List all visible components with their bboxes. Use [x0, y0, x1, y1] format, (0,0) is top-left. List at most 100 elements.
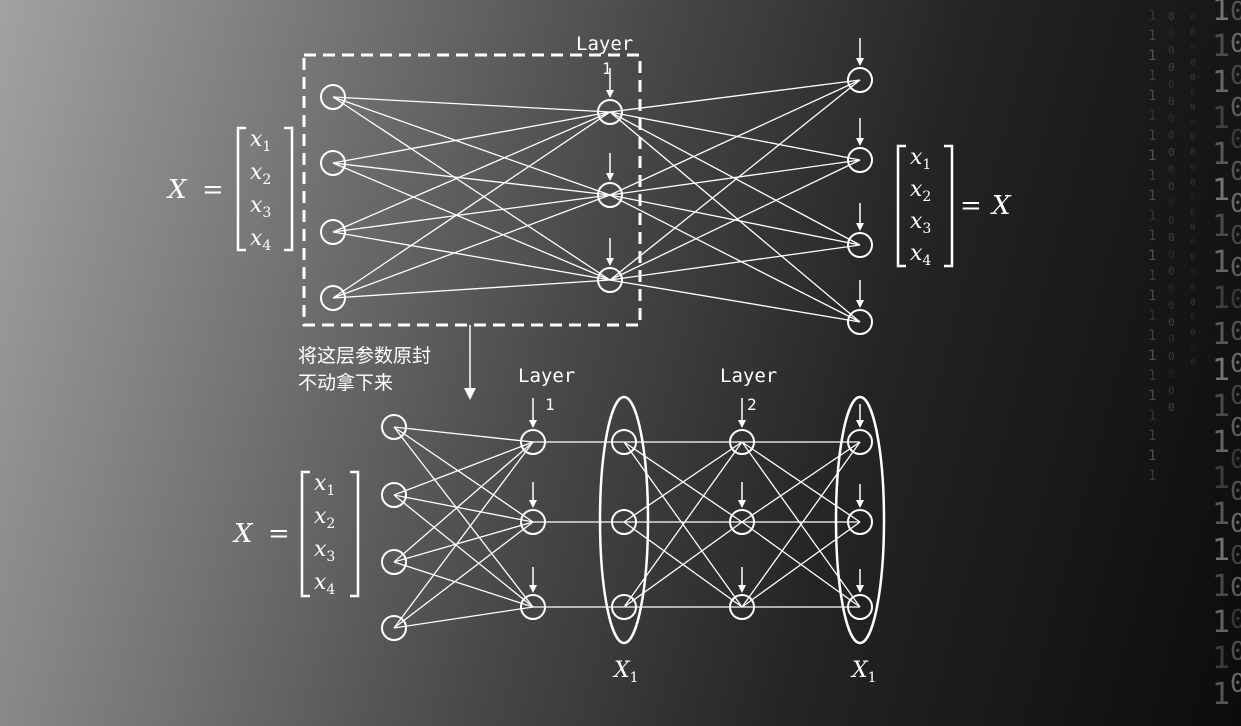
- binary-digit: 1: [1212, 0, 1230, 28]
- transfer-note-line2: 不动拿下来: [298, 372, 394, 394]
- binary-digit: 1: [1212, 461, 1230, 496]
- neuron-tHid-0: [597, 99, 623, 125]
- bias-arrow-head: [856, 585, 864, 593]
- bottom-encoder-edge: [393, 426, 534, 443]
- binary-digit: 1: [1148, 148, 1156, 164]
- binary-digit: 1: [1148, 388, 1156, 404]
- binary-digit: 1: [1212, 389, 1230, 424]
- vector-entry: x4: [314, 570, 335, 598]
- neuron-tIn-1: [320, 150, 346, 176]
- bias-arrow-head: [856, 300, 864, 308]
- binary-digit: 1: [1148, 308, 1156, 324]
- neuron-bH1-1: [520, 509, 546, 535]
- top-decoder-edge: [609, 159, 861, 281]
- top-decoder-edge: [609, 244, 861, 281]
- binary-digit: 1: [1148, 428, 1156, 444]
- binary-digit: 0: [1168, 367, 1175, 380]
- bottom-encoder-edge: [393, 521, 534, 629]
- bias-arrow-head: [606, 90, 614, 98]
- top-equals-left: =: [202, 175, 224, 205]
- binary-digit: 1: [1212, 353, 1230, 388]
- bottom-encoder-edge: [393, 561, 534, 608]
- binary-digit: 0: [1168, 197, 1175, 210]
- binary-digit: 0: [1190, 283, 1195, 293]
- bottom-decoder2-edge: [741, 441, 861, 608]
- binary-digit: 0: [1230, 637, 1241, 667]
- binary-digit: 0: [1168, 112, 1175, 125]
- binary-digit: 1: [1212, 65, 1230, 100]
- binary-digit: 1: [1148, 408, 1156, 424]
- neuron-bIn-0: [381, 414, 407, 440]
- neuron-bR2-0: [847, 429, 873, 455]
- bottom-bracket-open: [300, 470, 310, 598]
- binary-digit: 1: [1212, 317, 1230, 352]
- top-right-bracket-close: [944, 144, 954, 268]
- bottom-encoder-edge: [393, 441, 534, 629]
- binary-digit: 1: [1212, 101, 1230, 136]
- top-encoder-edge: [332, 96, 611, 196]
- vector-entry: x2: [910, 177, 931, 205]
- binary-digit: 1: [1148, 268, 1156, 284]
- svg-text:X1: X1: [612, 658, 639, 686]
- svg-text:X1: X1: [850, 658, 877, 686]
- bias-arrow-head: [606, 173, 614, 181]
- bias-arrow-head: [529, 585, 537, 593]
- neuron-bR2-2: [847, 594, 873, 620]
- binary-digit: 1: [1148, 88, 1156, 104]
- bottom-encoder-edge: [393, 441, 534, 563]
- top-decoder-edge: [609, 79, 861, 196]
- bottom-encoder-edge: [393, 494, 534, 608]
- top-encoder-edge: [332, 162, 611, 281]
- binary-digit: 0: [1190, 343, 1195, 353]
- bias-arrow-head: [529, 420, 537, 428]
- binary-digit: 0: [1168, 27, 1175, 40]
- bottom-bracket-close: [350, 470, 360, 598]
- neuron-bR1-2: [611, 594, 637, 620]
- binary-digit: 0: [1190, 118, 1195, 128]
- vector-entry: x1: [250, 127, 271, 155]
- binary-digit: 1: [1148, 468, 1156, 484]
- binary-digit: 0: [1168, 282, 1175, 295]
- bias-arrow-head: [856, 58, 864, 66]
- top-encoder-edge: [332, 111, 611, 164]
- top-encoder-edge: [332, 111, 611, 299]
- binary-digit: 0: [1190, 358, 1195, 368]
- binary-digit: 0: [1168, 61, 1175, 74]
- binary-digit: 1: [1212, 281, 1230, 316]
- binary-digit: 1: [1212, 425, 1230, 460]
- neuron-tIn-0: [320, 84, 346, 110]
- bias-arrow-head: [856, 500, 864, 508]
- bottom-encoder2-edge: [623, 441, 743, 608]
- vector-entry: x2: [314, 504, 335, 532]
- binary-digit: 0: [1190, 328, 1195, 338]
- binary-digit: 0: [1230, 29, 1241, 59]
- binary-digit: 0: [1168, 350, 1175, 363]
- binary-digit: 0: [1190, 88, 1195, 98]
- binary-digit: 1: [1212, 29, 1230, 64]
- neuron-bIn-3: [381, 615, 407, 641]
- bottom-encoder-edge: [393, 426, 534, 523]
- binary-digit: 0: [1168, 180, 1175, 193]
- binary-digit: 1: [1148, 228, 1156, 244]
- top-encoder-edge: [332, 231, 611, 281]
- top-left-bracket-open: [236, 126, 246, 252]
- binary-digit: 0: [1230, 669, 1241, 699]
- top-decoder-edge: [609, 111, 861, 161]
- network-edges: [332, 79, 861, 629]
- binary-digit: 0: [1190, 178, 1195, 188]
- bias-arrow-head: [856, 138, 864, 146]
- binary-digit: 1: [1212, 497, 1230, 532]
- binary-digit: 1: [1212, 533, 1230, 568]
- binary-digit: 1: [1148, 328, 1156, 344]
- neuron-bR1-1: [611, 509, 637, 535]
- bottom-encoder-edge: [393, 426, 534, 608]
- vector-entry: x3: [314, 537, 335, 565]
- bottom-encoder2-edge: [623, 441, 743, 523]
- binary-digit: 0: [1230, 381, 1241, 411]
- binary-digit: 1: [1212, 245, 1230, 280]
- binary-digit: 0: [1168, 163, 1175, 176]
- binary-digit: 0: [1230, 445, 1241, 475]
- bottom-equals: =: [268, 519, 290, 549]
